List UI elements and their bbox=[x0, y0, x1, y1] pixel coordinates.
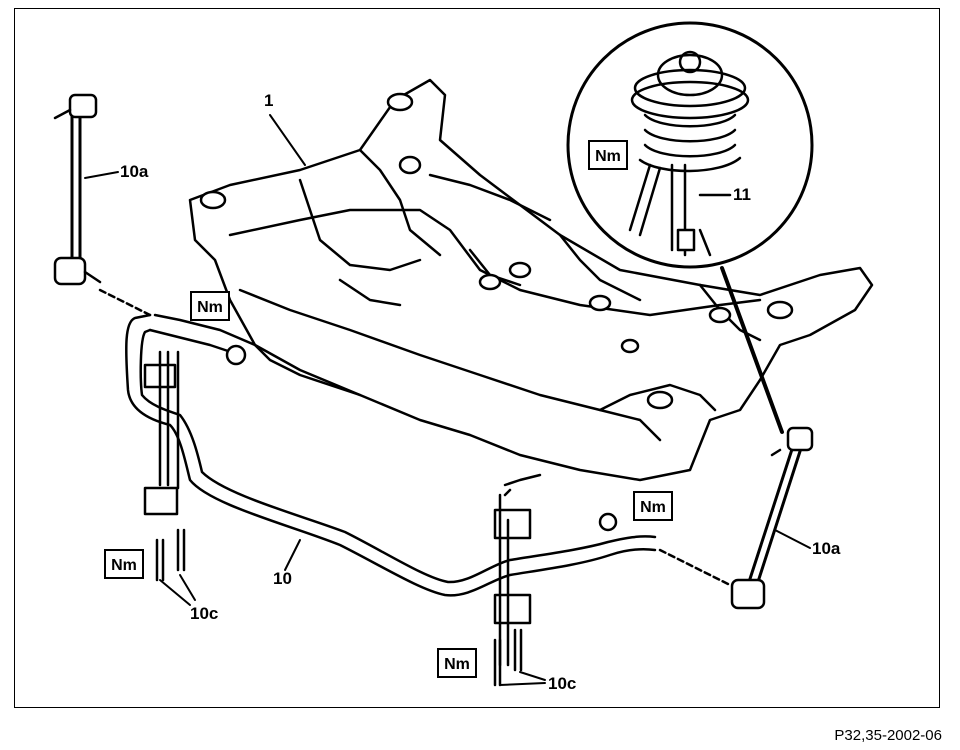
strut-inset bbox=[566, 21, 814, 269]
stabilizer-bar bbox=[125, 313, 657, 597]
label-part-10c-right: 10c bbox=[548, 674, 577, 693]
torque-box-nm-inset: Nm bbox=[588, 140, 628, 170]
leader-line-10a bbox=[84, 171, 119, 179]
leader-line-10c-left bbox=[159, 579, 191, 606]
subframe-mount-hole bbox=[199, 190, 227, 210]
torque-box-nm-right: Nm bbox=[633, 491, 673, 521]
label-part-1: 1 bbox=[264, 91, 274, 110]
coupling-link-left bbox=[53, 93, 152, 317]
nut-icon bbox=[598, 512, 618, 532]
leader-line-10 bbox=[284, 539, 301, 571]
leader-line-strut bbox=[720, 266, 784, 434]
label-part-10c-left: 10c bbox=[190, 604, 219, 623]
label-part-10: 10 bbox=[273, 569, 292, 588]
label-part-10a-right: 10a bbox=[812, 539, 841, 558]
clamp-right bbox=[493, 493, 532, 687]
label-part-10a-left: 10a bbox=[120, 162, 149, 181]
leader-line-10a-right bbox=[774, 529, 811, 549]
subframe bbox=[188, 78, 874, 482]
diagram-frame bbox=[14, 8, 940, 708]
reference-code: P32,35-2002-06 bbox=[834, 727, 942, 744]
coupling-link-right bbox=[658, 426, 814, 610]
torque-box-nm: Nm bbox=[190, 291, 230, 321]
nut-icon bbox=[225, 344, 247, 366]
leader-line-1 bbox=[269, 114, 306, 166]
torque-box-nm-bottom: Nm bbox=[437, 648, 477, 678]
subframe-mount-hole bbox=[386, 92, 414, 112]
torque-box-nm-left: Nm bbox=[104, 549, 144, 579]
clamp-left bbox=[143, 350, 186, 582]
leader-line-10c-right bbox=[499, 682, 546, 686]
label-part-11: 11 bbox=[733, 185, 751, 204]
